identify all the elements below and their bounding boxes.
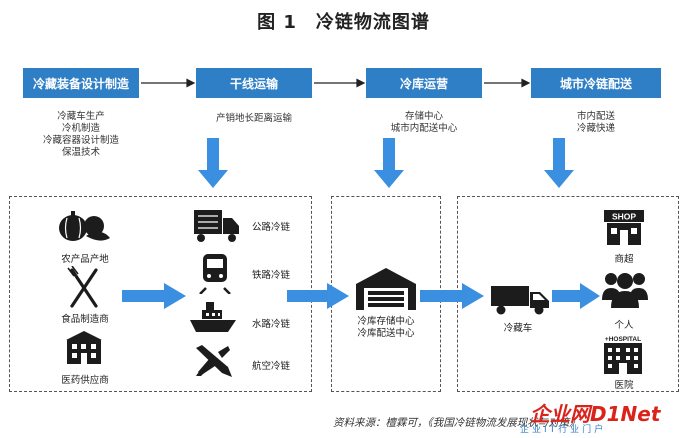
produce-icon xyxy=(59,211,110,241)
destination-hospital: 医院 xyxy=(614,380,634,391)
stage-connectors xyxy=(141,78,574,188)
source-pharma-supplier: 医药供应商 xyxy=(61,375,109,386)
transport-road: 公路冷链 xyxy=(252,222,291,233)
desc-cold-express: 冷藏快递 xyxy=(576,123,615,134)
warehouse-icon xyxy=(356,268,416,310)
stage-cold-storage: 冷库运营 xyxy=(366,68,482,98)
road-truck-icon xyxy=(194,210,239,242)
desc-truck-production: 冷藏车生产 xyxy=(57,111,105,122)
desc-long-distance: 产销地长距离运输 xyxy=(215,113,292,124)
hospital-sign-text: +HOSPITAL xyxy=(605,336,641,343)
airplane-icon xyxy=(196,345,232,377)
desc-city-distribution: 城市内配送中心 xyxy=(390,123,458,134)
transport-air: 航空冷链 xyxy=(252,361,291,372)
people-icon xyxy=(602,273,648,308)
desc-storage-center: 存储中心 xyxy=(404,111,443,122)
arrow-to-destinations xyxy=(552,283,600,309)
watermark-subtitle: 企业IT行业门户 xyxy=(520,425,607,435)
railway-train-icon xyxy=(199,254,231,294)
arrow-to-warehouse xyxy=(287,283,349,309)
shop-icon: SHOP xyxy=(604,210,644,245)
transport-water: 水路冷链 xyxy=(252,319,291,330)
desc-refrigeration-unit: 冷机制造 xyxy=(61,123,100,134)
warehouse-storage-label: 冷库存储中心 xyxy=(357,316,415,327)
pharmacy-building-icon xyxy=(66,331,102,364)
watermark-logo: 企业网D1Net xyxy=(530,402,661,426)
stage-equipment: 冷藏装备设计制造 xyxy=(23,68,139,98)
fork-knife-icon xyxy=(67,266,98,308)
desc-container-design: 冷藏容器设计制造 xyxy=(42,135,119,146)
stage-city-delivery: 城市冷链配送 xyxy=(531,68,661,98)
desc-insulation-tech: 保温技术 xyxy=(61,147,100,158)
stage-trunk-transport: 干线运输 xyxy=(196,68,312,98)
destination-individual: 个人 xyxy=(614,320,634,331)
page-title: 图 1 冷链物流图谱 xyxy=(257,12,430,33)
arrow-to-transport xyxy=(122,283,186,309)
shop-sign-text: SHOP xyxy=(612,212,636,222)
warehouse-distribution-label: 冷库配送中心 xyxy=(357,328,415,339)
hospital-icon: +HOSPITAL xyxy=(604,336,642,374)
source-farm: 农产品产地 xyxy=(61,254,109,265)
source-note: 资料来源：檀霖可，《我国冷链物流发展现状与对策》 xyxy=(333,417,580,429)
truck-label: 冷藏车 xyxy=(503,323,533,334)
transport-rail: 铁路冷链 xyxy=(252,270,291,281)
source-food-manufacturer: 食品制造商 xyxy=(61,314,109,325)
destination-supermarket: 商超 xyxy=(614,254,634,265)
ship-icon xyxy=(190,302,236,332)
desc-city-delivery: 市内配送 xyxy=(576,111,615,122)
refrigerated-truck-icon xyxy=(491,286,549,315)
arrow-to-truck xyxy=(420,283,484,309)
